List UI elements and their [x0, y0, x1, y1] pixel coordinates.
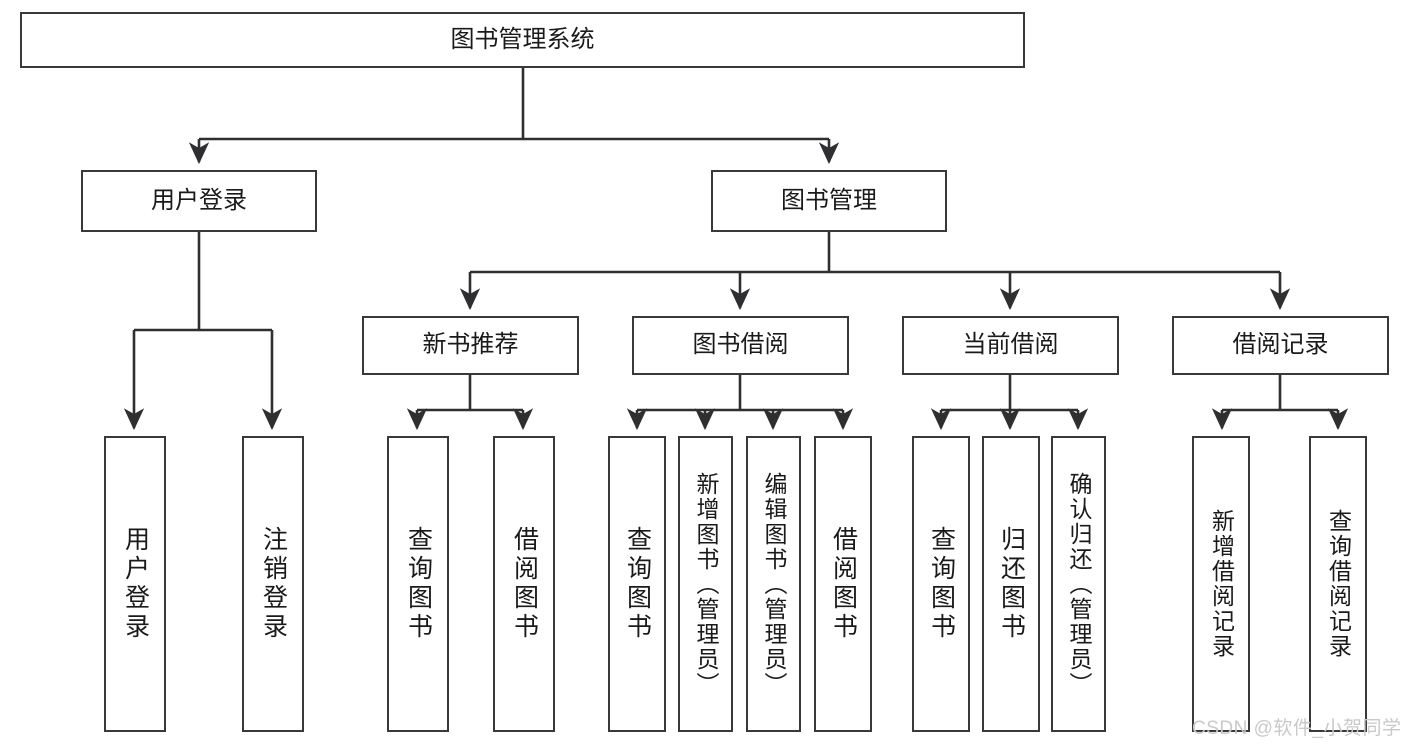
node-label: 查询图书: [404, 526, 433, 642]
node-book-management-system[interactable]: 图书管理系统: [20, 12, 1025, 68]
node-label: 图书管理系统: [450, 25, 595, 53]
node-label: 图书借阅: [692, 331, 789, 359]
node-label: 新书推荐: [422, 331, 519, 359]
leaf-user-logout[interactable]: 注销登录: [242, 436, 304, 732]
leaf-query-borrow-record[interactable]: 查询借阅记录: [1309, 436, 1367, 732]
leaf-query-book-current[interactable]: 查询图书: [912, 436, 970, 732]
node-label: 新增图书（管理员）: [693, 471, 719, 697]
node-current-borrow[interactable]: 当前借阅: [902, 316, 1119, 375]
node-label: 借阅图书: [510, 526, 539, 642]
leaf-query-book-borrow[interactable]: 查询图书: [608, 436, 666, 732]
node-label: 查询借阅记录: [1325, 509, 1352, 659]
node-book-management[interactable]: 图书管理: [711, 170, 947, 232]
leaf-borrow-book-recommend[interactable]: 借阅图书: [493, 436, 555, 732]
leaf-return-book[interactable]: 归还图书: [982, 436, 1040, 732]
node-new-book-recommend[interactable]: 新书推荐: [362, 316, 579, 375]
node-label: 图书管理: [781, 186, 877, 214]
node-label: 用户登录: [121, 526, 150, 642]
leaf-query-book-recommend[interactable]: 查询图书: [387, 436, 449, 732]
csdn-watermark: CSDN @软件_小贺同学: [1192, 718, 1402, 739]
leaf-confirm-return-admin[interactable]: 确认归还（管理员）: [1051, 436, 1106, 732]
node-label: 当前借阅: [962, 331, 1059, 359]
leaf-add-borrow-record[interactable]: 新增借阅记录: [1192, 436, 1250, 732]
leaf-user-login[interactable]: 用户登录: [104, 436, 166, 732]
node-label: 借阅图书: [829, 526, 858, 642]
node-label: 借阅记录: [1232, 331, 1329, 359]
node-label: 查询图书: [927, 526, 956, 642]
node-label: 查询图书: [623, 526, 652, 642]
node-user-login[interactable]: 用户登录: [81, 170, 317, 232]
node-label: 注销登录: [259, 526, 288, 642]
node-label: 编辑图书（管理员）: [761, 471, 787, 697]
node-label: 确认归还（管理员）: [1066, 471, 1092, 697]
leaf-add-book-admin[interactable]: 新增图书（管理员）: [678, 436, 733, 732]
leaf-edit-book-admin[interactable]: 编辑图书（管理员）: [746, 436, 801, 732]
node-borrow-record[interactable]: 借阅记录: [1172, 316, 1389, 375]
node-label: 用户登录: [151, 186, 247, 214]
node-book-borrow[interactable]: 图书借阅: [632, 316, 849, 375]
node-label: 归还图书: [997, 526, 1026, 642]
node-label: 新增借阅记录: [1208, 509, 1235, 659]
leaf-borrow-book-borrow[interactable]: 借阅图书: [814, 436, 872, 732]
